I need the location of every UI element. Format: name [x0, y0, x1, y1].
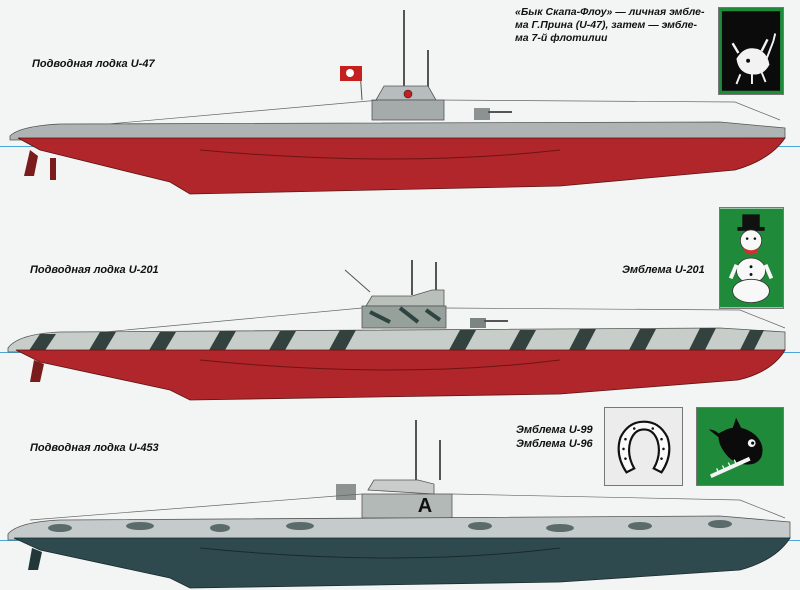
caption-line: ма 7-й флотилии — [515, 32, 608, 44]
boat-label-u201: Подводная лодка U-201 — [30, 264, 159, 276]
bull-emblem-icon — [718, 7, 784, 95]
ensign-flag-icon — [340, 66, 362, 81]
u47-emblem-caption: «Бык Скапа-Флоу» — личная эмбле- ма Г.Пр… — [515, 6, 704, 45]
u96-emblem-caption: Эмблема U-96 — [516, 438, 593, 450]
boat-label-u453: Подводная лодка U-453 — [30, 442, 159, 454]
caption-line: ма Г.Прина (U-47), затем — эмбле- — [515, 19, 698, 31]
snowman-emblem-icon — [719, 207, 784, 309]
caption-line: «Бык Скапа-Флоу» — личная эмбле- — [515, 6, 705, 18]
boat-label-u47: Подводная лодка U-47 — [32, 58, 155, 70]
horseshoe-emblem-icon — [604, 407, 683, 486]
sawfish-emblem-icon — [696, 407, 784, 486]
u201-emblem-caption: Эмблема U-201 — [622, 264, 705, 276]
svg-text:A: A — [418, 495, 432, 517]
submarine-u47-profile — [9, 10, 786, 195]
submarine-u453-profile: A — [7, 420, 791, 589]
u99-emblem-caption: Эмблема U-99 — [516, 424, 593, 436]
submarine-u201-profile — [7, 260, 786, 401]
